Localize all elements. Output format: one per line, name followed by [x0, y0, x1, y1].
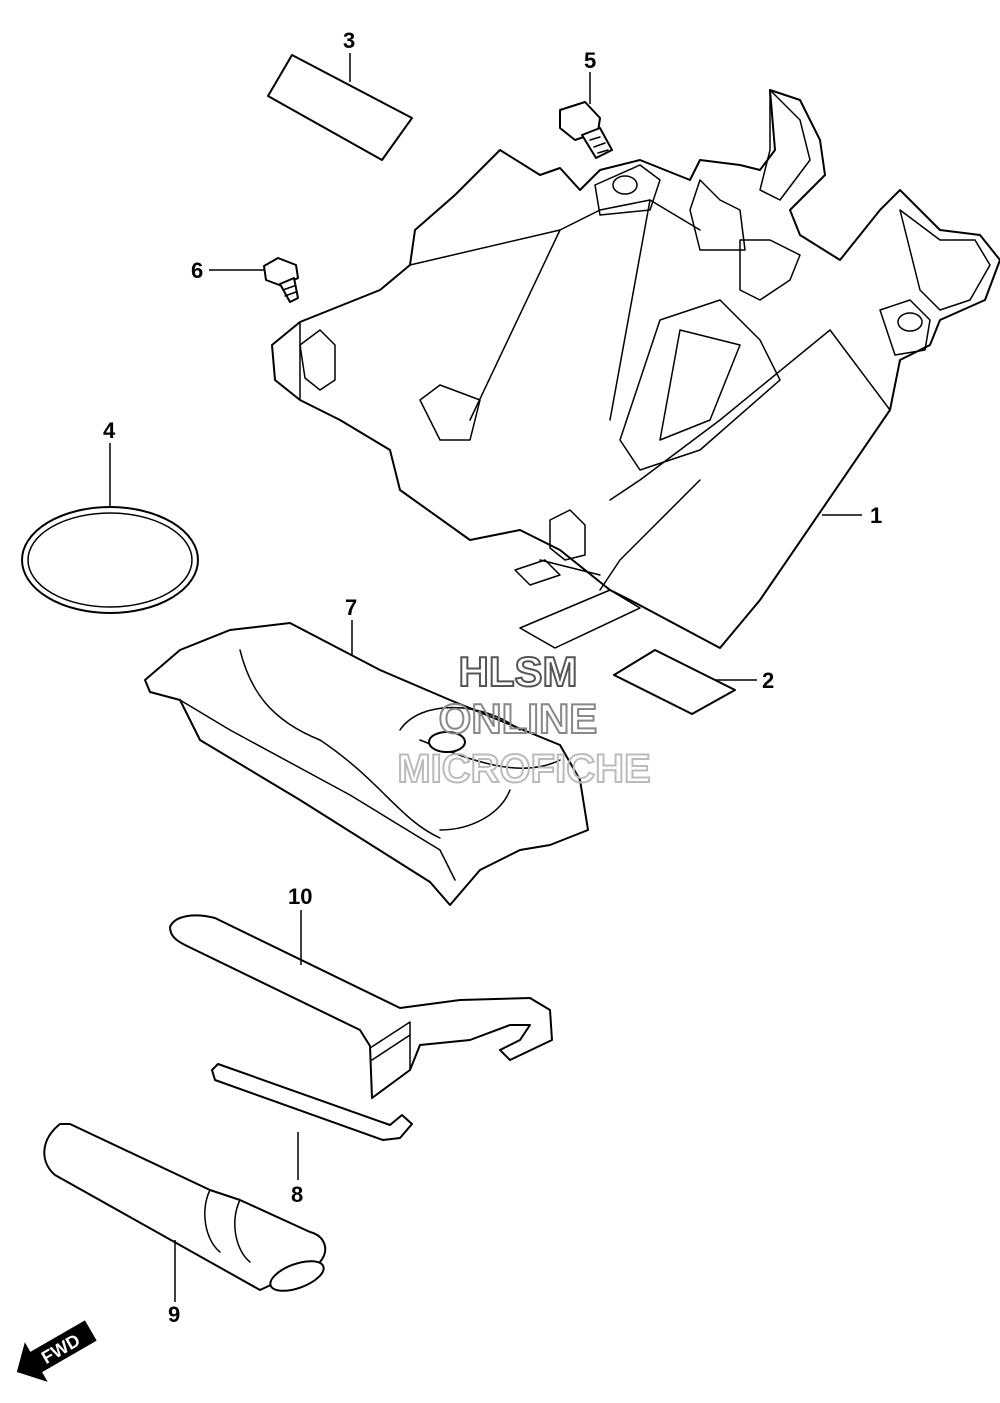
watermark-line-2: ONLINE [439, 695, 598, 742]
callout-8: 8 [291, 1182, 303, 1207]
callout-9: 9 [168, 1302, 180, 1327]
part-4-band[interactable] [21, 506, 199, 614]
part-8-hex-key[interactable] [211, 1063, 413, 1141]
callout-6: 6 [191, 258, 203, 283]
part-2-label[interactable] [613, 649, 736, 715]
part-3-label[interactable] [267, 54, 413, 161]
callout-2: 2 [762, 668, 774, 693]
callout-3: 3 [343, 28, 355, 53]
callout-10: 10 [288, 884, 312, 909]
part-7-tool-bag[interactable] [144, 622, 589, 906]
callout-numbers: 1 2 3 4 5 6 7 8 9 10 [103, 28, 882, 1327]
watermark: HLSM ONLINE MICROFICHE [396, 647, 651, 792]
arrow-left-down-icon [16, 1320, 97, 1382]
part-6-screw[interactable] [263, 257, 299, 303]
part-9-handle[interactable] [43, 1123, 327, 1297]
callout-7: 7 [345, 595, 357, 620]
fwd-badge: FWD [16, 1320, 97, 1382]
part-1-tray[interactable] [271, 89, 1000, 649]
part-5-bolt[interactable] [559, 101, 613, 159]
callout-4: 4 [103, 418, 116, 443]
watermark-line-1: HLSM [459, 648, 578, 695]
watermark-line-3: MICROFICHE [397, 747, 650, 791]
callout-1: 1 [870, 503, 882, 528]
callout-5: 5 [584, 48, 596, 73]
part-10-spanner[interactable] [169, 914, 553, 1099]
callout-leaders [109, 53, 862, 1302]
